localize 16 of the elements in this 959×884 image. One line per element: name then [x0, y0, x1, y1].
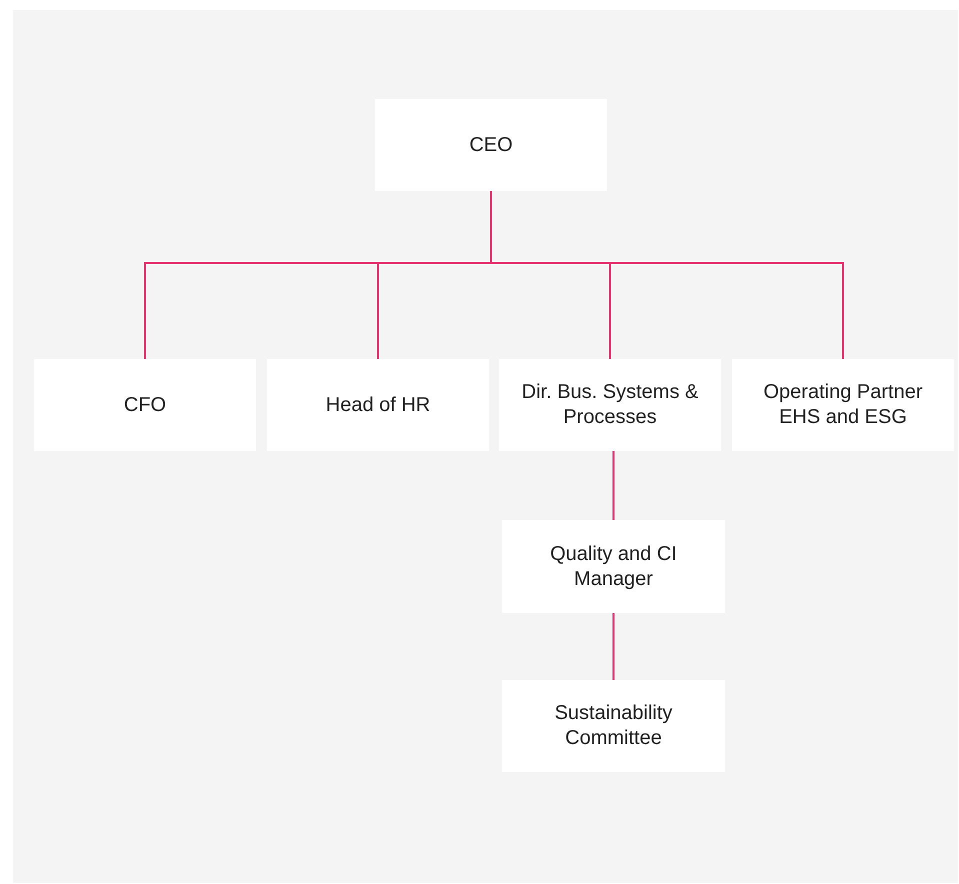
role-box	[267, 359, 489, 451]
role-box	[375, 99, 607, 191]
role-title: Quality and CI Manager	[549, 542, 678, 592]
role-title: CEO	[469, 132, 513, 158]
role-box	[732, 359, 954, 451]
role-title: Operating Partner EHS and ESG	[762, 380, 924, 430]
role-title: CFO	[124, 392, 166, 418]
role-box	[502, 680, 725, 772]
connector-line	[612, 613, 614, 680]
role-title: Sustainability Committee	[554, 701, 674, 751]
role-box	[502, 520, 725, 613]
role-box	[34, 359, 256, 451]
connector-line	[612, 451, 614, 520]
role-title: Dir. Bus. Systems & Processes	[520, 380, 700, 430]
role-title: Head of HR	[326, 392, 430, 418]
role-box	[499, 359, 721, 451]
